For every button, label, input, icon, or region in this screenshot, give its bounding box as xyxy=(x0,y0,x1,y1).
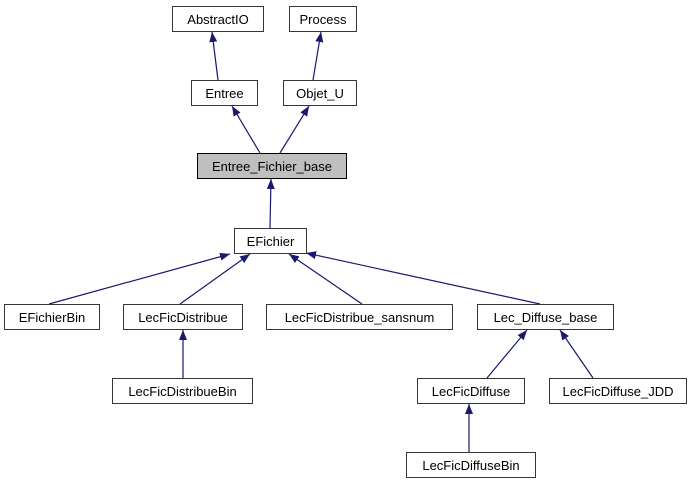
class-node-EFichierBin[interactable]: EFichierBin xyxy=(4,304,100,330)
inheritance-edge-LecFicDistribue_sansnum-to-EFichier xyxy=(288,253,363,305)
class-node-label: LecFicDiffuse_JDD xyxy=(562,383,674,399)
inheritance-edge-EFichier-to-Entree_Fichier_base xyxy=(266,178,275,229)
class-node-label: EFichierBin xyxy=(18,309,86,325)
class-node-label: Entree xyxy=(205,85,244,101)
class-node-LecFicDiffuse_JDD[interactable]: LecFicDiffuse_JDD xyxy=(549,378,687,404)
class-node-EFichier[interactable]: EFichier xyxy=(234,228,307,254)
class-node-label: EFichier xyxy=(246,233,295,249)
class-node-label: AbstractIO xyxy=(187,11,249,27)
inheritance-edge-Entree_Fichier_base-to-Objet_U xyxy=(279,105,310,154)
inheritance-edge-EFichierBin-to-EFichier xyxy=(48,252,231,305)
class-node-Entree[interactable]: Entree xyxy=(191,80,258,106)
class-node-label: LecFicDistribue xyxy=(138,309,228,325)
class-node-label: LecFicDistribue_sansnum xyxy=(284,309,435,325)
inheritance-edge-Entree_Fichier_base-to-Entree xyxy=(231,105,261,154)
class-node-label: Entree_Fichier_base xyxy=(212,158,332,174)
class-node-Lec_Diffuse_base[interactable]: Lec_Diffuse_base xyxy=(477,304,614,330)
inheritance-edge-Lec_Diffuse_base-to-EFichier xyxy=(305,251,541,305)
inheritance-edge-LecFicDiffuse-to-Lec_Diffuse_base xyxy=(486,329,528,379)
class-node-LecFicDiffuse[interactable]: LecFicDiffuse xyxy=(417,378,525,404)
class-node-label: LecFicDiffuseBin xyxy=(422,457,520,473)
inheritance-edge-Entree-to-AbstractIO xyxy=(209,31,219,81)
inheritance-edge-Objet_U-to-Process xyxy=(312,31,324,81)
class-node-label: LecFicDiffuse xyxy=(431,383,511,399)
class-node-LecFicDistribue[interactable]: LecFicDistribue xyxy=(123,304,243,330)
class-node-label: Lec_Diffuse_base xyxy=(493,309,598,325)
class-node-AbstractIO[interactable]: AbstractIO xyxy=(172,6,264,32)
class-node-Entree_Fichier_base: Entree_Fichier_base xyxy=(197,153,347,179)
class-node-Process[interactable]: Process xyxy=(289,6,357,32)
class-node-label: Process xyxy=(299,11,347,27)
class-node-label: LecFicDistribueBin xyxy=(128,383,237,399)
class-node-LecFicDistribue_sansnum[interactable]: LecFicDistribue_sansnum xyxy=(266,304,453,330)
inheritance-edge-LecFicDiffuse_JDD-to-Lec_Diffuse_base xyxy=(559,329,594,379)
class-node-LecFicDistribueBin[interactable]: LecFicDistribueBin xyxy=(112,378,253,404)
class-node-label: Objet_U xyxy=(296,85,344,101)
class-node-LecFicDiffuseBin[interactable]: LecFicDiffuseBin xyxy=(406,452,536,478)
inheritance-edge-LecFicDistribue-to-EFichier xyxy=(179,253,251,305)
class-node-Objet_U[interactable]: Objet_U xyxy=(283,80,357,106)
